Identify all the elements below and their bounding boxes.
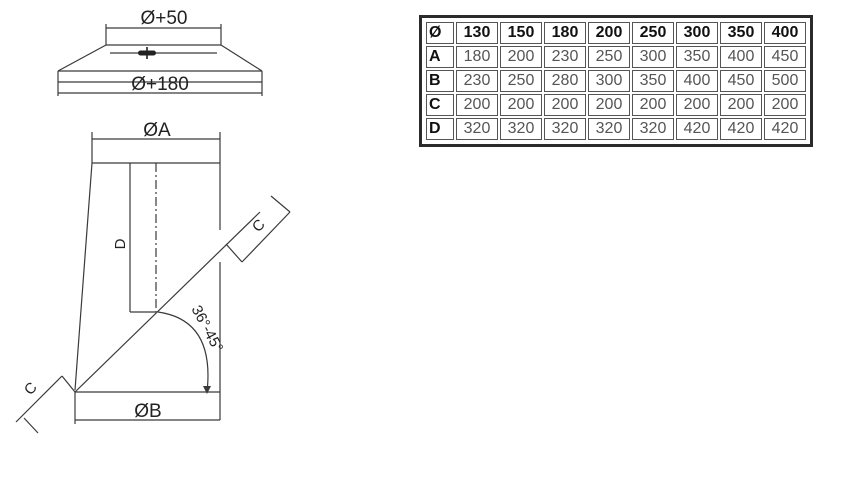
table-row: A 180 200 230 250 300 350 400 450 [426,46,806,68]
table-cell: 400 [720,46,762,68]
offset-c-lower-line [15,375,63,423]
table-cell: 450 [720,70,762,92]
angle-arc [157,311,209,393]
label-bottom-diameter: Ø+180 [131,74,189,95]
table-cell: 400 [676,70,718,92]
table-header-cell: 130 [456,22,498,44]
table-cell: 200 [720,94,762,116]
offset-c-lower-tick [61,375,76,393]
table-cell: 200 [588,94,630,116]
offset-c-upper-tick [225,243,243,263]
table-cell: 450 [764,46,806,68]
table-cell: 350 [676,46,718,68]
table-cell: 200 [500,94,542,116]
table-header-cell: 200 [588,22,630,44]
table-cell: 250 [588,46,630,68]
table-row: B 230 250 280 300 350 400 450 500 [426,70,806,92]
table-cell: 200 [676,94,718,116]
angle-arrowhead [203,386,211,394]
table-cell: 200 [456,94,498,116]
label-height-d: D [112,238,129,249]
table-header-cell: 300 [676,22,718,44]
table-cell: 200 [500,46,542,68]
table-row: D 320 320 320 320 320 420 420 420 [426,118,806,140]
table-header-cell: Ø [426,22,454,44]
table-cell: 320 [544,118,586,140]
flashing-left-side [74,162,93,391]
table-header-cell: 350 [720,22,762,44]
table-row-label: D [426,118,454,140]
label-diameter-b: ØB [134,401,161,422]
table-cell: 200 [544,94,586,116]
offset-c-lower-tick [23,417,39,434]
table-cell: 420 [764,118,806,140]
table-cell: 250 [500,70,542,92]
table-cell: 500 [764,70,806,92]
table-cell: 320 [500,118,542,140]
table-cell: 420 [676,118,718,140]
table-row-label: A [426,46,454,68]
table-header-row: Ø 130 150 180 200 250 300 350 400 [426,22,806,44]
label-diameter-a: ØA [143,120,171,141]
table-cell: 320 [588,118,630,140]
collar-view [57,24,263,96]
table-cell: 280 [544,70,586,92]
label-offset-c-upper: C [249,216,269,236]
table-cell: 200 [764,94,806,116]
table-row-label: C [426,94,454,116]
table-cell: 420 [720,118,762,140]
table-cell: 230 [544,46,586,68]
table-cell: 320 [632,118,674,140]
collar-right-side [220,44,263,72]
table-header-cell: 400 [764,22,806,44]
table-cell: 300 [632,46,674,68]
technical-drawing: Ø+50 Ø+180 ØA ØB D 36°-45° C C [15,8,291,434]
offset-c-upper-tick [270,195,291,213]
table-row-label: B [426,70,454,92]
dimension-table-frame: Ø 130 150 180 200 250 300 350 400 A 180 … [419,15,813,147]
table-cell: 200 [632,94,674,116]
table-cell: 180 [456,46,498,68]
table-cell: 350 [632,70,674,92]
label-top-diameter: Ø+50 [140,8,187,29]
flashing-view [15,132,291,434]
label-offset-c-lower: C [21,379,41,399]
table-cell: 230 [456,70,498,92]
table-cell: 320 [456,118,498,140]
table-header-cell: 180 [544,22,586,44]
table-header-cell: 150 [500,22,542,44]
offset-c-upper-line [241,211,291,263]
table-cell: 300 [588,70,630,92]
collar-left-side [57,44,107,72]
table-row: C 200 200 200 200 200 200 200 200 [426,94,806,116]
table-header-cell: 250 [632,22,674,44]
roof-slope-line [74,211,261,393]
dimension-table: Ø 130 150 180 200 250 300 350 400 A 180 … [424,20,808,142]
